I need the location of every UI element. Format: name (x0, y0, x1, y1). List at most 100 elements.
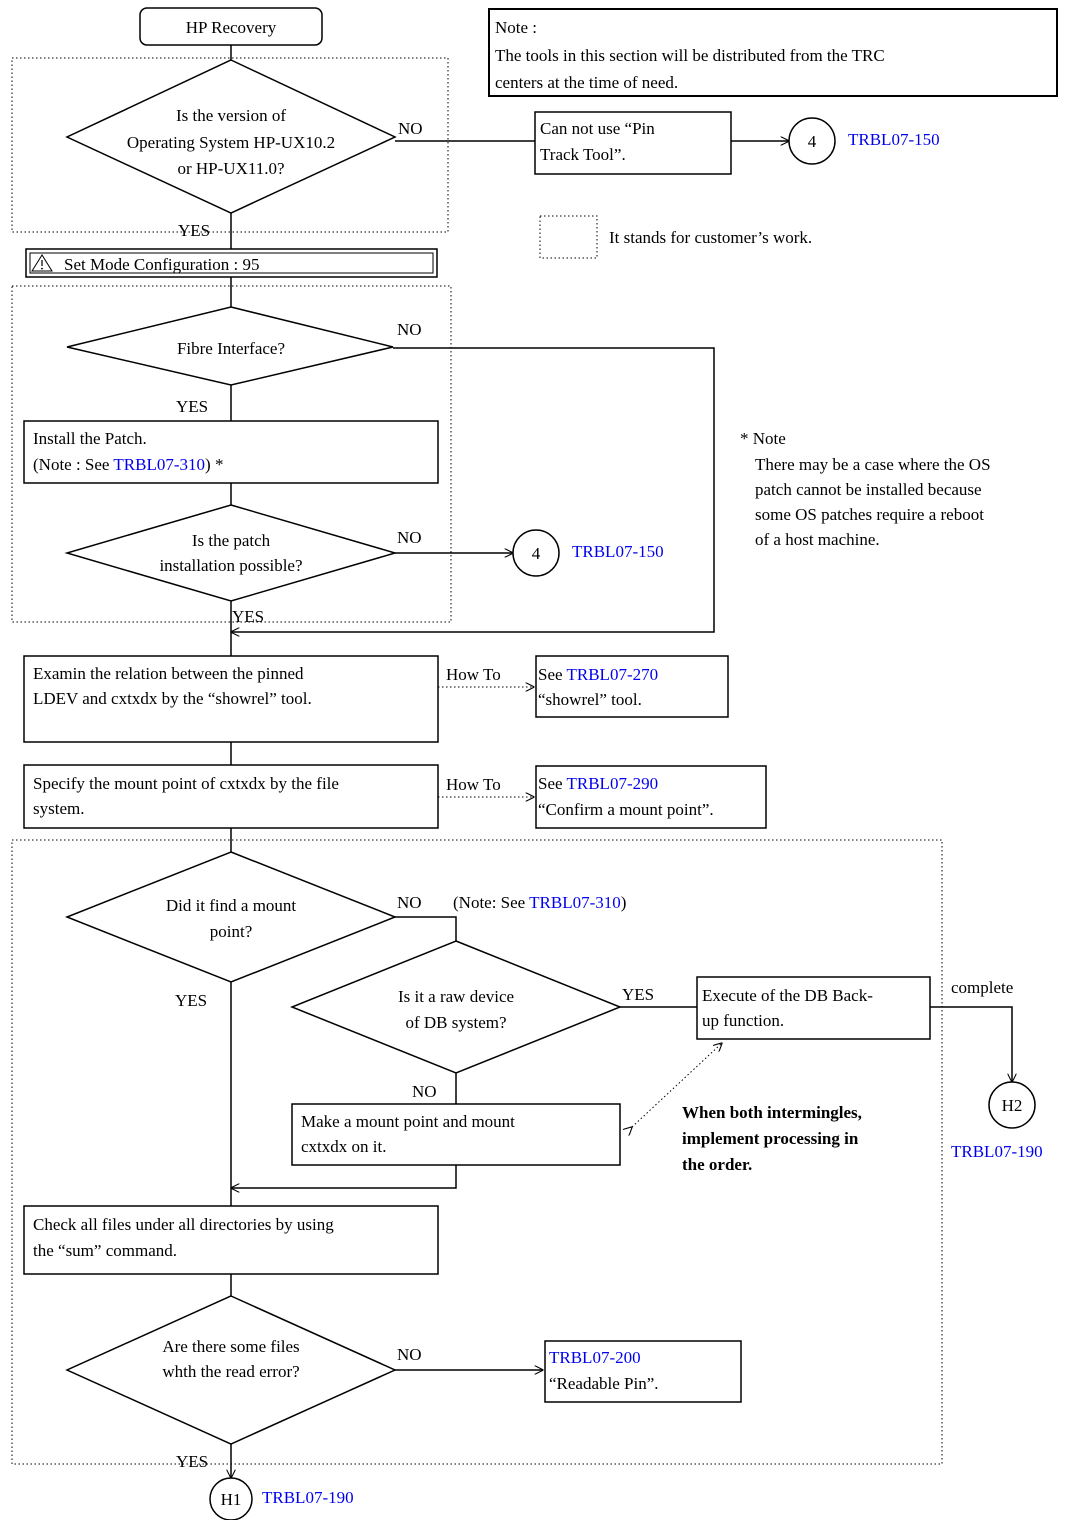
examine-frame (23, 655, 439, 743)
cannot-use-box: Can not use “Pin Track Tool”. (534, 111, 732, 175)
specify-see-line-1: See TRBL07-290 (538, 774, 658, 793)
decision-read-error: Are there some files whth the read error… (65, 1295, 422, 1471)
note-box: Note : The tools in this section will be… (488, 8, 1058, 97)
examine-see-prefix: See (538, 665, 567, 684)
decision-mount: Did it find a mount point? NO YES (Note:… (64, 851, 626, 1010)
examine-see-link[interactable]: TRBL07-270 (567, 665, 659, 684)
decision-mount-no-label: NO (397, 893, 422, 912)
connector-h1-label: H1 (221, 1490, 242, 1509)
readable-pin-box: TRBL07-200 “Readable Pin”. (544, 1340, 742, 1403)
execute-line-1: Execute of the DB Back- (702, 986, 873, 1005)
cannot-use-line-1: Can not use “Pin (540, 119, 655, 138)
examine-line-1: Examin the relation between the pinned (33, 664, 304, 683)
decision-os-shape (65, 59, 397, 214)
specify-see-line-2: “Confirm a mount point”. (538, 800, 714, 819)
decision-mount-line-1: Did it find a mount (166, 896, 297, 915)
specify-see-link[interactable]: TRBL07-290 (567, 774, 659, 793)
connector-4-top-label: 4 (808, 132, 817, 151)
decision-patch-no-label: NO (397, 528, 422, 547)
make-mount-box: Make a mount point and mount cxtxdx on i… (291, 1103, 621, 1166)
execute-complete-label: complete (951, 978, 1013, 997)
legend-text: It stands for customer’s work. (609, 228, 812, 247)
connector-4-mid-label: 4 (532, 544, 541, 563)
note-line-2: centers at the time of need. (495, 73, 678, 92)
decision-read-no-label: NO (397, 1345, 422, 1364)
connector-4-mid-ref[interactable]: TRBL07-150 (572, 542, 664, 561)
check-files-line-1: Check all files under all directories by… (33, 1215, 334, 1234)
examine-see-line-2: “showrel” tool. (538, 690, 642, 709)
specify-see-frame (535, 765, 767, 829)
decision-read-line-2: whth the read error? (162, 1362, 299, 1381)
cannot-use-frame (534, 111, 732, 175)
connector-h2-ref[interactable]: TRBL07-190 (951, 1142, 1043, 1161)
connector-h2: H2 TRBL07-190 (951, 1081, 1043, 1161)
both-note-line-2: implement processing in (682, 1129, 859, 1148)
make-mount-line-1: Make a mount point and mount (301, 1112, 515, 1131)
decision-mount-yes-label: YES (175, 991, 207, 1010)
install-patch-box: Install the Patch. (Note : See TRBL07-31… (23, 420, 439, 484)
check-files-box: Check all files under all directories by… (23, 1205, 439, 1275)
make-mount-frame (291, 1103, 621, 1166)
side-note-line-1: There may be a case where the OS (755, 455, 991, 474)
examine-see-frame (535, 655, 729, 718)
side-note-line-3: some OS patches require a reboot (755, 505, 984, 524)
decision-read-line-1: Are there some files (162, 1337, 299, 1356)
connector-4-top-ref[interactable]: TRBL07-150 (848, 130, 940, 149)
connector-4-mid: 4 TRBL07-150 (512, 529, 664, 577)
customer-region-os-check (11, 57, 449, 233)
specify-howto: How To (446, 775, 501, 794)
install-patch-suffix: ) * (205, 455, 223, 474)
connector-h2-circle (988, 1081, 1036, 1129)
decision-raw-no-label: NO (412, 1082, 437, 1101)
decision-read-shape (65, 1295, 397, 1445)
decision-mount-note-link[interactable]: TRBL07-310 (529, 893, 621, 912)
make-mount-line-2: cxtxdx on it. (301, 1137, 386, 1156)
side-note-title: * Note (740, 429, 786, 448)
decision-fibre-text: Fibre Interface? (177, 339, 285, 358)
check-files-line-2: the “sum” command. (33, 1241, 177, 1260)
decision-os-yes-label: YES (178, 221, 210, 240)
readable-pin-line-2: “Readable Pin”. (549, 1374, 659, 1393)
set-mode-inner (29, 252, 434, 274)
examine-howto: How To (446, 665, 501, 684)
both-note-line-3: the order. (682, 1155, 752, 1174)
decision-fibre: Fibre Interface? NO YES (66, 306, 422, 416)
install-patch-link[interactable]: TRBL07-310 (113, 455, 205, 474)
install-patch-frame (23, 420, 439, 484)
decision-raw-line-2: of DB system? (405, 1013, 506, 1032)
customer-region-mount (11, 839, 943, 1465)
decision-fibre-no-label: NO (397, 320, 422, 339)
decision-os-line-2: Operating System HP-UX10.2 (127, 133, 335, 152)
connector-h2-label: H2 (1002, 1096, 1023, 1115)
examine-line-2: LDEV and cxtxdx by the “showrel” tool. (33, 689, 312, 708)
warning-triangle-icon (31, 254, 53, 272)
readable-pin-link[interactable]: TRBL07-200 (549, 1348, 641, 1367)
execute-to-h2-line (930, 1006, 1012, 1082)
side-note-line-4: of a host machine. (755, 530, 880, 549)
decision-patch-line-1: Is the patch (192, 531, 271, 550)
decision-mount-note-prefix: (Note: See (453, 893, 529, 912)
note-line-1: The tools in this section will be distri… (495, 46, 885, 65)
legend: It stands for customer’s work. (539, 215, 812, 259)
note-box-frame (488, 8, 1058, 97)
connector-h1-ref[interactable]: TRBL07-190 (262, 1488, 354, 1507)
readable-pin-frame (544, 1340, 742, 1403)
connector-4-top: 4 TRBL07-150 (788, 117, 940, 165)
decision-os-line-3: or HP-UX11.0? (177, 159, 284, 178)
specify-box: Specify the mount point of cxtxdx by the… (23, 764, 767, 829)
connector-h1-circle (209, 1477, 253, 1520)
execute-line-2: up function. (702, 1011, 784, 1030)
fibre-no-bypass-line (231, 347, 715, 632)
connector-4-top-circle (788, 117, 836, 165)
decision-patch-line-2: installation possible? (159, 556, 302, 575)
decision-fibre-shape (66, 306, 394, 386)
decision-mount-note: (Note: See TRBL07-310) (453, 893, 626, 912)
specify-line-2: system. (33, 799, 84, 818)
decision-os-line-1: Is the version of (176, 106, 286, 125)
mount-no-line (395, 916, 457, 941)
order-double-arrow (632, 1043, 722, 1127)
start-shape (139, 7, 323, 46)
start-terminator: HP Recovery (139, 7, 323, 46)
decision-mount-line-2: point? (210, 922, 253, 941)
examine-box: Examin the relation between the pinned L… (23, 655, 729, 743)
